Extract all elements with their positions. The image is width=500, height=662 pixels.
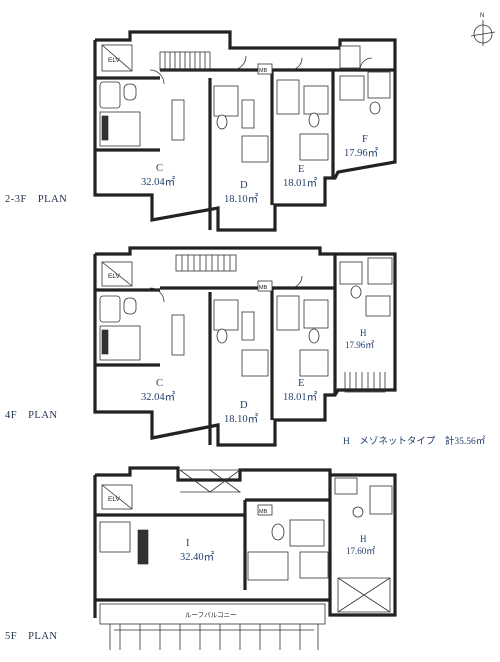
unit-d-name-4f: D [240, 400, 248, 411]
floor-label-5f: 5F PLAN [5, 631, 58, 642]
unit-c-name-4f: C [156, 378, 163, 389]
floor-2-3f: MB ELV C 32.04㎡ D 18.10㎡ E 18.01㎡ F 17.9… [93, 30, 397, 232]
unit-e-area: 18.01㎡ [283, 177, 318, 189]
roof-balcony-label: ルーフバルコニー [185, 611, 236, 619]
floor-label-4f: 4F PLAN [5, 410, 58, 421]
unit-d-area: 18.10㎡ [224, 193, 259, 205]
mb-label: MB [259, 68, 268, 74]
elevator-label: ELV [108, 57, 120, 64]
unit-e-name: E [298, 164, 304, 175]
unit-c-name: C [156, 163, 163, 174]
mb-label-5f: MB [259, 509, 268, 515]
unit-f-name: F [362, 134, 368, 145]
unit-e-name-4f: E [298, 378, 304, 389]
unit-c-area: 32.04㎡ [141, 176, 176, 188]
unit-c-area-4f: 32.04㎡ [141, 391, 176, 403]
north-compass-icon: N [470, 13, 496, 46]
floor-5f: ELV MB ルー [93, 466, 397, 650]
floor-label-2-3f: 2-3F PLAN [5, 194, 68, 205]
maisonette-note: H メゾネットタイプ 計35.56㎡ [343, 437, 486, 447]
elevator-label-5f: ELV [108, 496, 120, 503]
unit-i-area-5f: 32.40㎡ [180, 551, 215, 563]
unit-h-area-5f: 17.60㎡ [346, 546, 375, 556]
unit-d-area-4f: 18.10㎡ [224, 413, 259, 425]
unit-f-area: 17.96㎡ [344, 147, 379, 159]
unit-h-area-4f: 17.96㎡ [345, 340, 374, 350]
floor-4f: MB ELV C 32.04㎡ D 18.10㎡ E 18.01㎡ H 17.9… [93, 246, 397, 447]
unit-h-name-4f: H [360, 328, 367, 338]
unit-h-name-5f: H [360, 534, 367, 544]
compass-label: N [480, 13, 484, 19]
elevator-label-4f: ELV [108, 273, 120, 280]
mb-label-4f: MB [259, 285, 268, 291]
unit-e-area-4f: 18.01㎡ [283, 391, 318, 403]
unit-i-name-5f: I [186, 538, 190, 549]
unit-d-name: D [240, 180, 248, 191]
